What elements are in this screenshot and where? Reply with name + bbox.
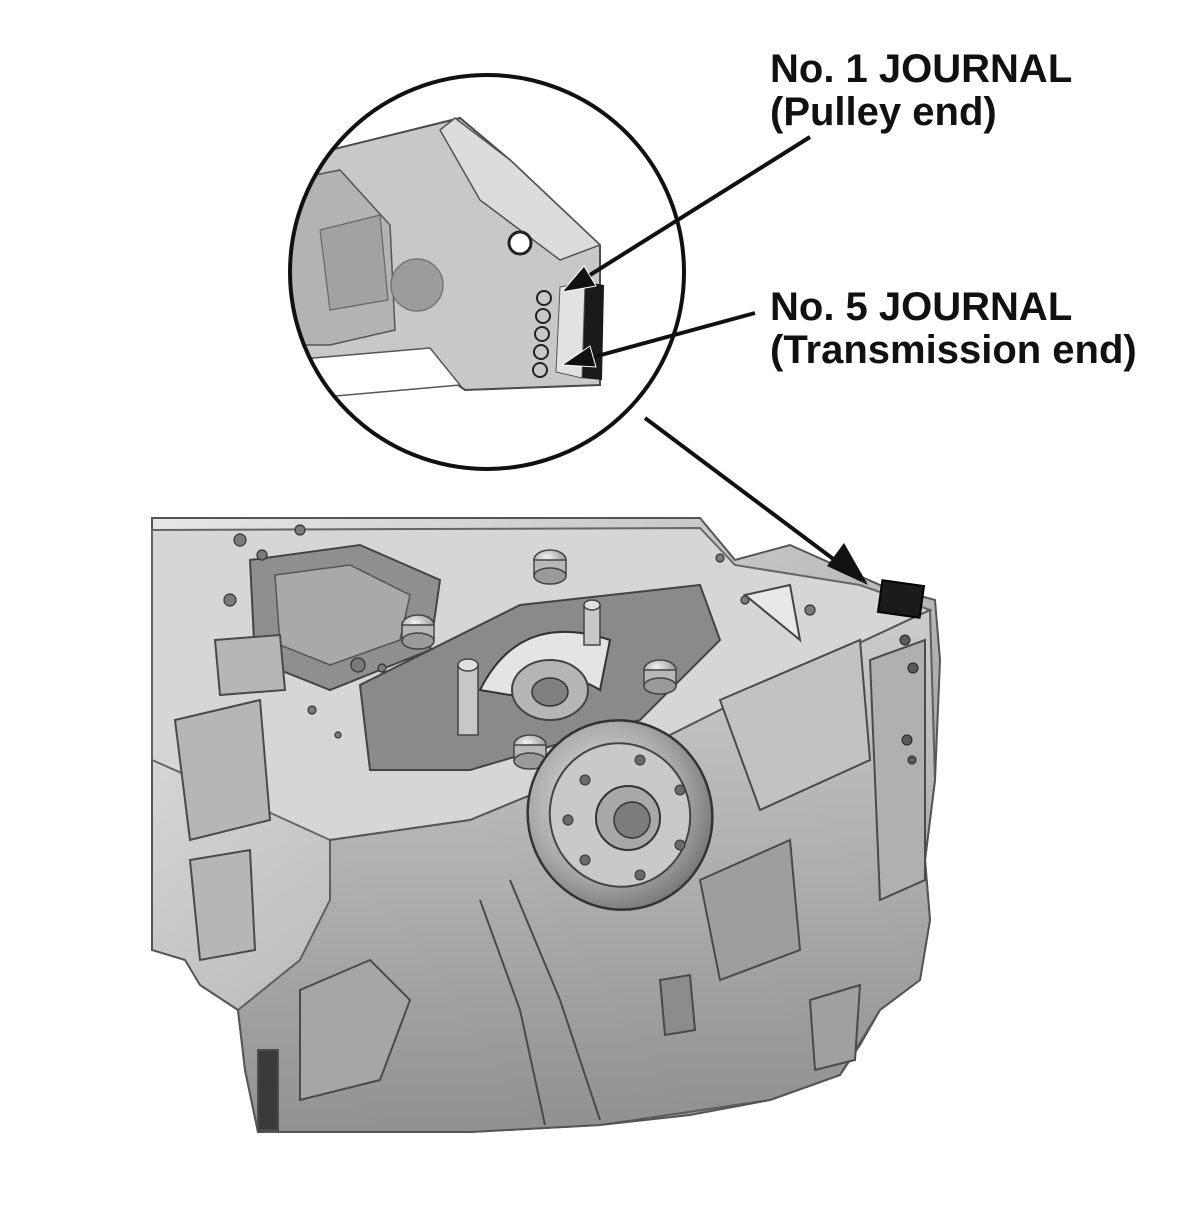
detail-bore-circle xyxy=(390,258,444,312)
crank-seal-flange xyxy=(526,719,714,911)
journal-mark-4 xyxy=(533,344,549,360)
journal-1-arrow xyxy=(580,135,812,282)
detail-circle-outline xyxy=(288,73,686,471)
main-bearing xyxy=(478,630,612,721)
side-holes xyxy=(899,634,919,765)
journal-1-subtitle: (Pulley end) xyxy=(770,90,997,134)
block-left-details xyxy=(173,633,287,1131)
callout-journal-1: No. 1 JOURNAL (Pulley end) xyxy=(770,47,1072,134)
detail-magnifier xyxy=(288,73,686,471)
journal-mark-5 xyxy=(532,362,548,378)
callout-journal-5: No. 5 JOURNAL (Transmission end) xyxy=(770,285,1137,372)
journal-5-arrow xyxy=(589,311,756,360)
block-bolts xyxy=(401,549,677,770)
magnifier-to-block-arrow xyxy=(643,416,854,575)
leader-arrows xyxy=(560,135,868,585)
journal-5-subtitle: (Transmission end) xyxy=(770,328,1137,372)
detail-small-hole xyxy=(507,230,533,256)
block-ribs xyxy=(299,638,926,1126)
journal-mark-3 xyxy=(534,326,550,342)
journal-5-title: No. 5 JOURNAL xyxy=(770,285,1072,329)
engine-block xyxy=(151,517,942,1133)
journal-mark-2 xyxy=(535,308,551,324)
journal-code-stamp-location xyxy=(876,579,926,619)
journal-1-title: No. 1 JOURNAL xyxy=(770,47,1072,91)
journal-mark-1 xyxy=(536,290,552,306)
journal-code-marks xyxy=(532,290,552,378)
deck-triangle-boss xyxy=(742,583,802,643)
